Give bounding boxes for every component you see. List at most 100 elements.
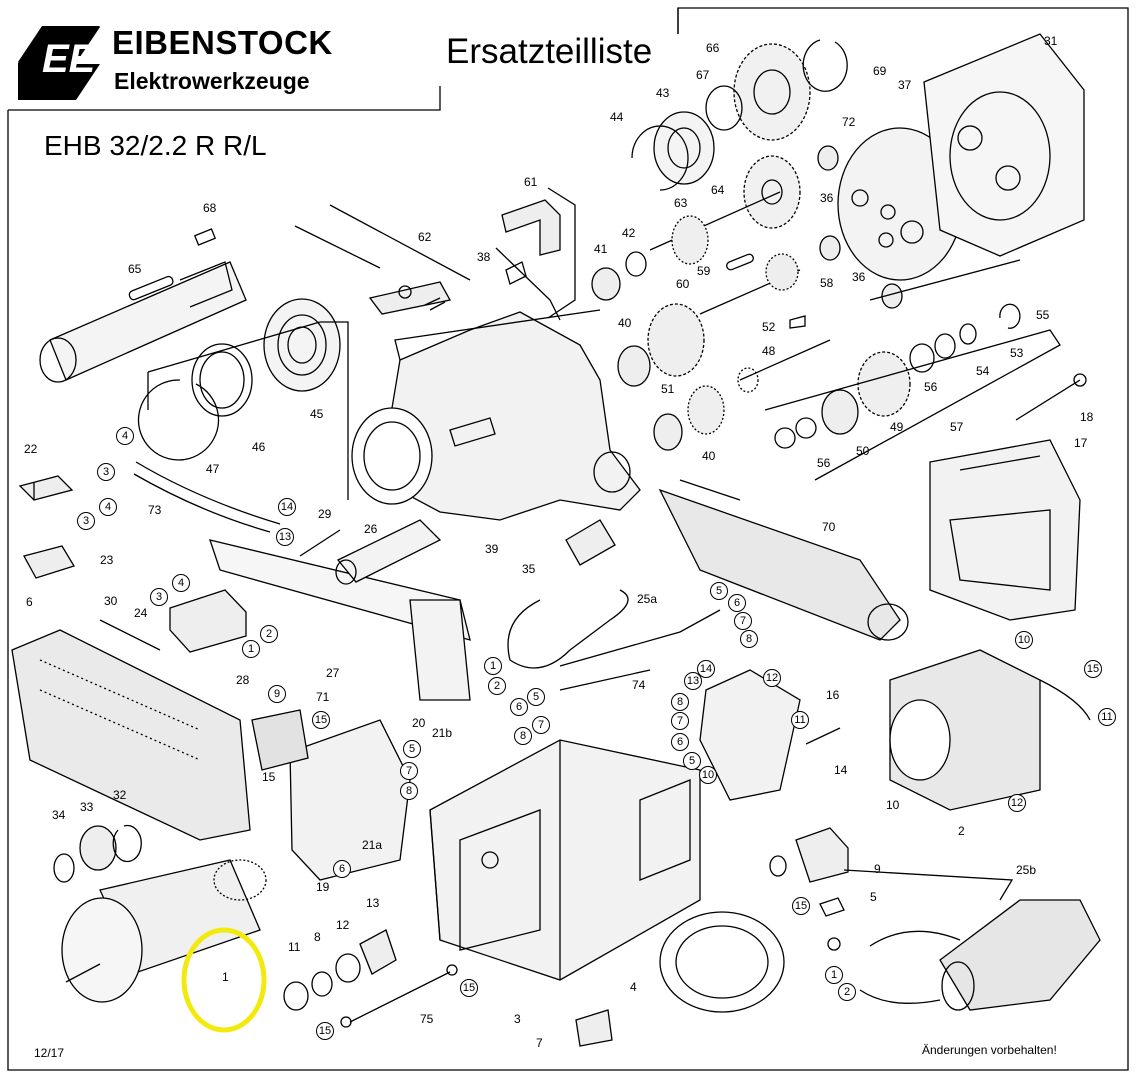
- part-label: 15: [262, 770, 276, 784]
- part-label: 42: [622, 226, 636, 240]
- callout-circle: 4: [172, 574, 190, 592]
- part-label: 27: [326, 666, 340, 680]
- part-label: 51: [661, 382, 675, 396]
- part-label: 23: [100, 553, 114, 567]
- motor-housing-3-shape: [429, 739, 701, 981]
- callout-circle: 5: [527, 688, 545, 706]
- callout-circle: 5: [683, 752, 701, 770]
- handle-23-shape: [11, 539, 471, 841]
- page-reference: 12/17: [34, 1046, 65, 1060]
- callout-circle: 14: [697, 660, 715, 678]
- part-label: 52: [762, 320, 776, 334]
- callout-circle: 5: [403, 740, 421, 758]
- callout-circle: 3: [77, 512, 95, 530]
- callout-circle: 2: [488, 677, 506, 695]
- part-label: 36: [852, 270, 866, 284]
- part-label: 64: [711, 183, 725, 197]
- part-label: 21a: [362, 838, 383, 852]
- part-label: 40: [702, 449, 716, 463]
- part-label: 50: [856, 444, 870, 458]
- callout-circle: 6: [333, 860, 351, 878]
- part-label: 60: [676, 277, 690, 291]
- part-label: 22: [24, 442, 38, 456]
- disclaimer-text: Änderungen vorbehalten!: [922, 1043, 1057, 1057]
- callout-circle: 13: [684, 672, 702, 690]
- part-label: 54: [976, 364, 990, 378]
- fan-cover-17-shape: [929, 439, 1081, 621]
- part-label: 55: [1036, 308, 1050, 322]
- part-label: 32: [113, 788, 127, 802]
- brand-name: EIBENSTOCK: [112, 24, 333, 61]
- part-label: 38: [477, 250, 491, 264]
- callout-circle: 2: [260, 625, 278, 643]
- part-label: 57: [950, 420, 964, 434]
- part-label: 63: [674, 196, 688, 210]
- part-label: 44: [610, 110, 624, 124]
- logo-letters: EE: [42, 37, 97, 81]
- part-label: 58: [820, 276, 834, 290]
- part-label: 4: [630, 980, 637, 994]
- part-label: 53: [1010, 346, 1024, 360]
- part-label: 70: [822, 520, 836, 534]
- callout-circle: 8: [400, 782, 418, 800]
- callout-circle: 4: [116, 427, 134, 445]
- part-label: 1: [222, 970, 229, 984]
- callout-circle: 14: [278, 498, 296, 516]
- part-label: 14: [834, 763, 848, 777]
- callout-circle: 7: [671, 712, 689, 730]
- gear-housing-39-shape: [351, 309, 641, 521]
- part-label: 72: [842, 115, 856, 129]
- flange-31-shape: [923, 33, 1085, 257]
- highlight-marker: [181, 927, 267, 1033]
- grip-70-shape: [658, 479, 909, 641]
- part-label: 73: [148, 503, 162, 517]
- callout-circle: 15: [312, 711, 330, 729]
- callout-circle: 15: [792, 897, 810, 915]
- part-label: 19: [316, 880, 330, 894]
- callout-circle: 9: [268, 685, 286, 703]
- part-label: 25b: [1016, 863, 1037, 877]
- gear-66-shape: [733, 43, 811, 141]
- callout-circle: 1: [484, 657, 502, 675]
- part-label: 28: [236, 673, 250, 687]
- part-label: 2: [958, 824, 965, 838]
- callout-circle: 4: [99, 498, 117, 516]
- part-label: 67: [696, 68, 710, 82]
- callout-circle: 13: [276, 528, 294, 546]
- part-label: 31: [1044, 34, 1058, 48]
- callout-circle: 10: [699, 766, 717, 784]
- callout-circle: 8: [740, 630, 758, 648]
- holder-62-shape: [294, 204, 471, 315]
- part-label: 68: [203, 201, 217, 215]
- part-label: 75: [420, 1012, 434, 1026]
- part-label: 56: [924, 380, 938, 394]
- callout-circle: 15: [316, 1022, 334, 1040]
- part-label: 9: [874, 862, 881, 876]
- part-label: 24: [134, 606, 148, 620]
- part-label: 3: [514, 1012, 521, 1026]
- shaft-65-shape: [39, 228, 247, 383]
- gear-64-shape: [743, 155, 801, 229]
- plug-25b-shape: [843, 869, 1101, 1011]
- part-label: 17: [1074, 436, 1088, 450]
- callout-circle: 8: [671, 693, 689, 711]
- callout-circle: 1: [825, 966, 843, 984]
- part-label: 25a: [637, 592, 658, 606]
- part-label: 45: [310, 407, 324, 421]
- part-label: 18: [1080, 410, 1094, 424]
- part-label: 8: [314, 930, 321, 944]
- callout-circle: 7: [400, 762, 418, 780]
- callout-circle: 6: [510, 698, 528, 716]
- part-label: 29: [318, 507, 332, 521]
- part-label: 35: [522, 562, 536, 576]
- callout-circle: 1: [242, 640, 260, 658]
- callout-circle: 7: [532, 716, 550, 734]
- callout-circle: 11: [791, 711, 809, 729]
- callout-circle: 3: [150, 588, 168, 606]
- part-label: 71: [316, 690, 330, 704]
- part-label: 34: [52, 808, 66, 822]
- callout-circle: 10: [1015, 631, 1033, 649]
- part-label: 16: [826, 688, 840, 702]
- eibenstock-logo-icon: EE: [18, 26, 100, 100]
